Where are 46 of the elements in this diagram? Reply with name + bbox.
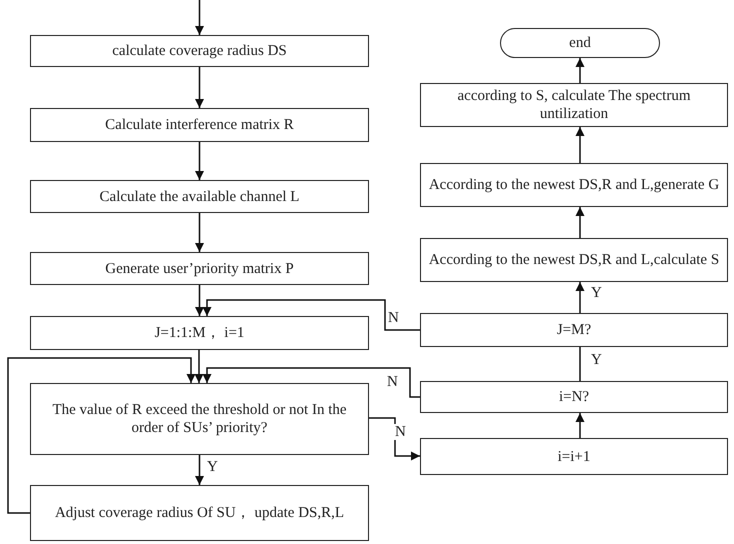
arrow	[202, 367, 420, 398]
terminator-box	[500, 28, 660, 58]
process-box	[420, 438, 728, 475]
process-box	[30, 383, 369, 455]
arrow	[576, 58, 584, 83]
process-box	[30, 180, 369, 213]
node-text: i=N?	[558, 388, 590, 406]
arrow	[576, 413, 584, 438]
arrow	[7, 357, 196, 514]
node-text: Calculate interference matrix R	[105, 116, 294, 134]
node-text: according to S, calculate The spectrum untilization	[456, 87, 692, 123]
node-text: Adjust coverage radius Of SU， update DS,R,L	[54, 504, 344, 522]
process-box	[420, 163, 728, 207]
node-text: J=M?	[556, 321, 592, 339]
node-text: According to the newest DS,R and L,calculate S	[428, 251, 720, 269]
arrow	[194, 350, 204, 383]
arrow	[576, 207, 584, 238]
arrow	[369, 417, 420, 460]
process-box	[420, 313, 728, 347]
arrow	[576, 127, 584, 163]
arrow	[195, 285, 204, 316]
node-text: i=i+1	[558, 448, 590, 466]
arrow	[202, 299, 420, 331]
arrow	[195, 0, 204, 35]
arrow	[195, 455, 204, 485]
node-text: calculate coverage radius DS	[112, 42, 287, 60]
process-box	[30, 316, 369, 350]
connector-line	[579, 347, 581, 381]
node-text: J=1:1:M， i=1	[154, 324, 244, 342]
process-box	[30, 252, 369, 285]
process-box	[420, 238, 728, 282]
arrow	[576, 282, 584, 313]
arrow	[195, 142, 204, 180]
edge-label: N	[394, 424, 407, 440]
process-box	[30, 35, 369, 67]
process-box	[420, 83, 728, 127]
arrow	[195, 67, 204, 108]
node-text: The value of R exceed the threshold or not In the order of SUs’ priority?	[51, 401, 348, 437]
process-box	[30, 108, 369, 142]
node-text: Calculate the available channel L	[100, 188, 300, 206]
node-text: According to the newest DS,R and L,generate G	[428, 176, 720, 194]
process-box	[30, 485, 369, 541]
node-text: end	[569, 34, 591, 52]
node-text: Generate user’priority matrix P	[105, 260, 294, 278]
process-box	[420, 381, 728, 413]
arrow	[195, 213, 204, 252]
